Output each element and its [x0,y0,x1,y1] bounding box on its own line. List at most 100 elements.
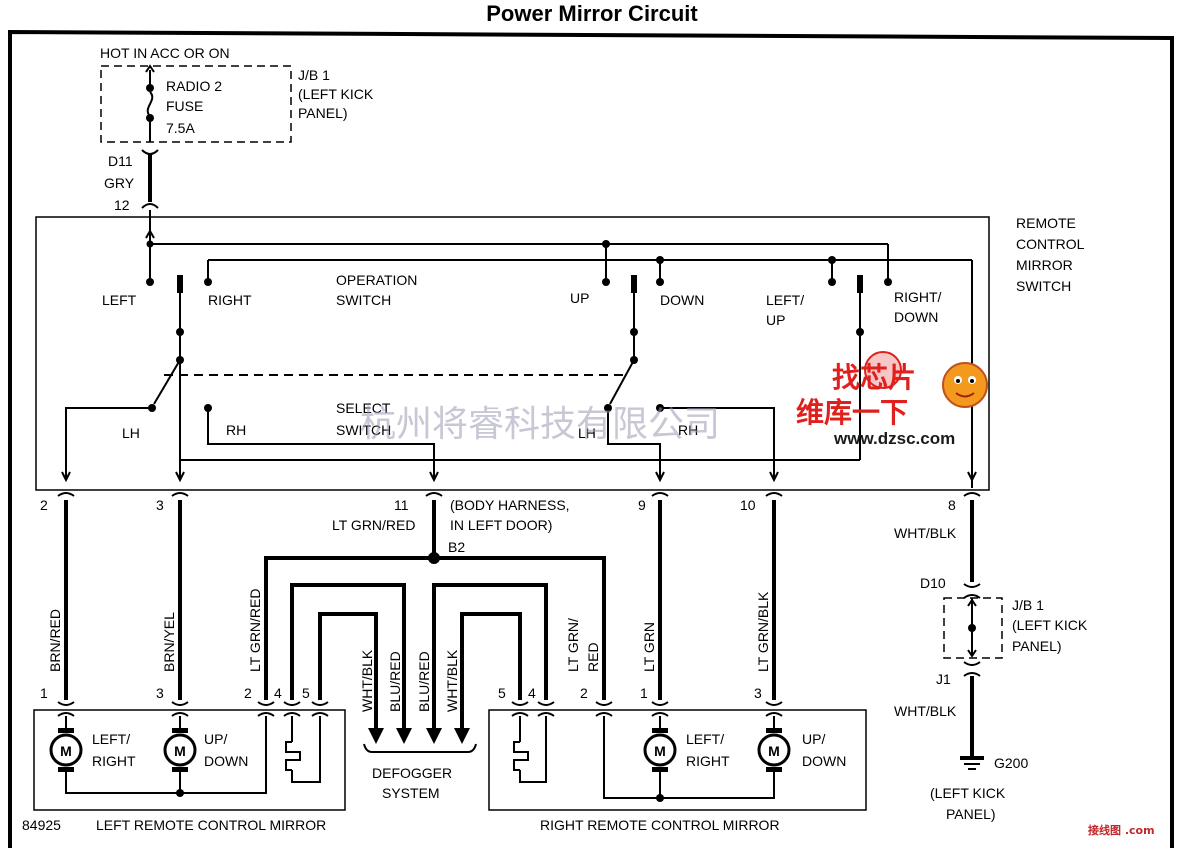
wire-gry-label: GRY [104,175,135,191]
left-mirror-heater [291,716,321,783]
left-mirror-pin-1: 1 [40,685,48,701]
wire-blu-red-1: BLU/RED [387,651,403,712]
left-motor2-label-line2: DOWN [204,753,248,769]
left-mirror-pin-2: 2 [244,685,252,701]
operation-switch-blade-3 [856,275,864,460]
right-motor1-label-line2: RIGHT [686,753,730,769]
jb1-label-line2: (LEFT KICK [298,86,374,102]
ground-path: D10 J/B 1 (LEFT KICK PANEL) J1 WHT/BLK G… [894,500,1088,822]
switch-output-connectors: 2 3 11 9 10 8 (BODY HARNESS, IN LEFT DOO… [40,492,981,555]
select-switch [65,332,860,480]
switch-right-down-line2: DOWN [894,309,938,325]
pin-8-label: 8 [948,497,956,513]
switch-left-up-line2: UP [766,312,785,328]
right-mirror-pin-4: 4 [528,685,536,701]
pin-2-label: 2 [40,497,48,513]
splice-b2-label: B2 [448,539,465,555]
wire-lt-grn-red-right-line1: LT GRN/ [565,618,581,672]
right-mirror-pin-2: 2 [580,685,588,701]
right-mirror-pin-1: 1 [640,685,648,701]
switch-box [35,216,990,491]
connector-d11 [141,149,159,155]
switch-name-line3: MIRROR [1016,257,1073,273]
mascot-icon [942,362,988,408]
left-mirror-pin-3: 3 [156,685,164,701]
harness-wires [64,500,776,753]
ground-g200-label: G200 [994,755,1028,771]
left-right-motor-symbol: M [60,743,72,759]
remote-control-mirror-switch: REMOTE CONTROL MIRROR SWITCH [35,210,1085,491]
jb1-label-line1: J/B 1 [298,67,330,83]
connector-d11-label: D11 [108,153,133,169]
select-lh-label-1: LH [122,425,140,441]
select-rh-label-2: RH [678,422,698,438]
operation-switch-blade-2 [630,275,638,364]
ground-wire-label: WHT/BLK [894,703,957,719]
operation-switch-label-line1: OPERATION [336,272,417,288]
dzsc-watermark-logo: 找芯片 维库一下 www.dzsc.com [796,351,988,448]
right-mirror-box [488,709,867,811]
wire-lt-grn-red-left: LT GRN/RED [247,589,263,673]
hot-in-acc-label: HOT IN ACC OR ON [100,45,230,61]
figure-id: 84925 [22,817,61,833]
switch-right-label: RIGHT [208,292,252,308]
pin-10-label: 10 [740,497,756,513]
wire-lt-grn-red-right-line2: RED [585,642,601,672]
switch-name-line1: REMOTE [1016,215,1076,231]
right-motor2-label-line2: DOWN [802,753,846,769]
switch-left-label: LEFT [102,292,137,308]
fuse-name-line2: FUSE [166,98,203,114]
right-mirror-pin-5: 5 [498,685,506,701]
left-remote-control-mirror: 1 3 2 4 5 M M LEFT/ RIGHT UP/ DOWN LEFT … [33,685,346,833]
right-motor1-label-line1: LEFT/ [686,731,724,747]
logo-top-text: 找芯片 [832,361,916,394]
wire-color-labels: BRN/RED BRN/YEL LT GRN/RED WHT/BLK BLU/R… [47,589,771,713]
defogger-label-line2: SYSTEM [382,785,440,801]
left-right-motor-icon [49,733,83,767]
select-switch-label-line1: SELECT [336,400,391,416]
wht-blk-top-label: WHT/BLK [894,525,957,541]
wire-lt-grn: LT GRN [641,622,657,672]
defogger-label-line1: DEFOGGER [372,765,452,781]
ground-location-line1: (LEFT KICK [930,785,1006,801]
wire-lt-grn-blk: LT GRN/BLK [755,591,771,672]
fuse-rating: 7.5A [166,120,195,136]
logo-url-text: www.dzsc.com [833,429,955,448]
power-source: HOT IN ACC OR ON RADIO 2 FUSE 7.5A J/B 1… [100,45,374,213]
wire-brn-red: BRN/RED [47,609,63,672]
right-motor2-label-line1: UP/ [802,731,825,747]
left-mirror-name: LEFT REMOTE CONTROL MIRROR [96,817,326,833]
switch-down-label: DOWN [660,292,704,308]
operation-switch-label-line2: SWITCH [336,292,391,308]
right-mirror-pin-3: 3 [754,685,762,701]
jb1-dashed-box [100,65,292,143]
pin-3-label: 3 [156,497,164,513]
left-motor1-label-line1: LEFT/ [92,731,130,747]
body-harness-label-line2: IN LEFT DOOR) [450,517,552,533]
diagram-title: Power Mirror Circuit [486,1,698,26]
left-mirror-pin-4: 4 [274,685,282,701]
right-left-right-motor-icon [643,733,677,767]
right-remote-control-mirror: 5 4 2 1 3 M M LEFT/ RIGHT UP/ DOWN RIGHT… [488,685,867,833]
logo-mid-text: 维库一下 [796,396,908,429]
connector-d10-label: D10 [920,575,946,591]
up-down-motor-symbol: M [174,743,186,759]
body-harness-label-line1: (BODY HARNESS, [450,497,570,513]
chip-icon [864,351,902,389]
pin-12-label: 12 [114,197,130,213]
left-motor2-label-line1: UP/ [204,731,227,747]
switch-right-down-line1: RIGHT/ [894,289,942,305]
switch-name-line2: CONTROL [1016,236,1085,252]
ground-location-line2: PANEL) [946,806,996,822]
lt-grn-red-top-label: LT GRN/RED [332,517,416,533]
right-up-down-motor-icon [757,733,791,767]
select-switch-label-line2: SWITCH [336,422,391,438]
outer-frame [8,29,1174,848]
switch-name-line4: SWITCH [1016,278,1071,294]
pin-11-label: 11 [394,497,409,513]
switch-left-up-line1: LEFT/ [766,292,804,308]
right-left-right-motor-symbol: M [654,743,666,759]
corner-watermark: 接线图 .com [1088,823,1155,837]
wire-brn-yel: BRN/YEL [161,612,177,672]
